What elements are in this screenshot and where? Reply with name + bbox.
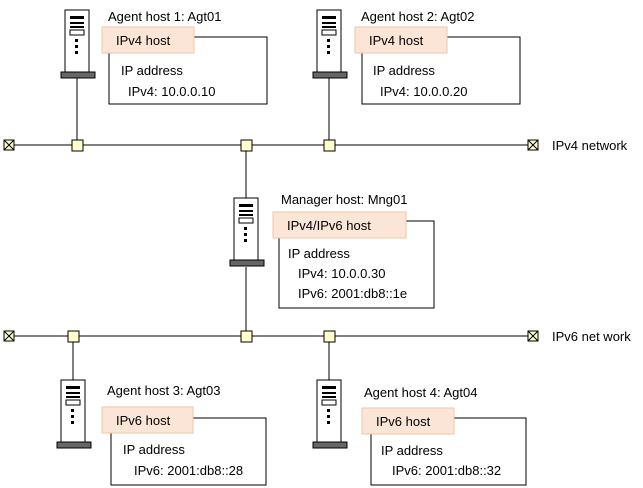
server-icon [312,379,348,449]
manager-host-type: IPv4/IPv6 host [287,218,371,233]
server-icon [56,379,92,449]
ipv4-network-terminator-left [3,139,15,151]
agent-host-4-type-tag [361,407,455,435]
agent-host-4-ip-heading: IP address [381,443,443,458]
agent-host-1-type: IPv4 host [116,33,171,48]
ipv4-node-agt01 [71,139,84,152]
ipv4-network-terminator-right [527,139,539,151]
agent-host-3-type-tag [101,406,194,434]
ipv6-network-terminator-right [527,330,539,342]
manager-host-ipv6: IPv6: 2001:db8::1e [298,286,407,301]
agent-host-1-ipv4: IPv4: 10.0.0.10 [128,84,215,99]
manager-host-ipv4: IPv4: 10.0.0.30 [298,266,385,281]
ipv6-node-agt03 [67,330,80,343]
agent-host-3-ip-heading: IP address [123,442,185,457]
agent-host-3: Agent host 3: Agt03 IPv6 host IP address… [56,342,267,486]
ipv6-network-label: IPv6 net work [552,329,631,344]
ipv4-network-label: IPv4 network [552,138,628,153]
ipv4-node-agt02 [323,139,336,152]
manager-host-title: Manager host: Mng01 [281,192,407,207]
ipv6-network-terminator-left [3,330,15,342]
agent-host-2: Agent host 2: Agt02 IPv4 host IP address… [312,9,521,140]
agent-host-4-type: IPv6 host [376,414,431,429]
agent-host-4: Agent host 4: Agt04 IPv6 host IP address… [312,342,527,486]
ipv4-network: IPv4 network [3,138,628,153]
agent-host-1: Agent host 1: Agt01 IPv4 host IP address… [60,9,268,140]
ipv6-network: IPv6 net work [3,329,631,344]
agent-host-2-type: IPv4 host [369,33,424,48]
agent-host-3-title: Agent host 3: Agt03 [107,383,220,398]
agent-host-4-ipv6: IPv6: 2001:db8::32 [392,463,501,478]
agent-host-3-type: IPv6 host [116,413,171,428]
agent-host-2-type-tag [354,26,448,54]
server-icon [229,197,265,267]
server-icon [312,9,348,79]
agent-host-1-type-tag [101,26,195,54]
agent-host-2-ip-heading: IP address [373,63,435,78]
agent-host-4-title: Agent host 4: Agt04 [364,385,477,400]
ipv6-node-mng01 [240,330,253,343]
agent-host-2-title: Agent host 2: Agt02 [361,9,474,24]
manager-host-ip-heading: IP address [288,246,350,261]
ipv4-node-mng01 [240,139,253,152]
agent-host-1-title: Agent host 1: Agt01 [108,9,221,24]
ipv6-node-agt04 [323,330,336,343]
agent-host-1-ip-heading: IP address [121,63,183,78]
agent-host-3-ipv6: IPv6: 2001:db8::28 [134,463,243,478]
manager-host-type-tag [272,211,407,239]
server-icon [60,9,96,79]
agent-host-2-ipv4: IPv4: 10.0.0.20 [380,84,467,99]
manager-host: Manager host: Mng01 IPv4/IPv6 host IP ad… [229,151,435,331]
